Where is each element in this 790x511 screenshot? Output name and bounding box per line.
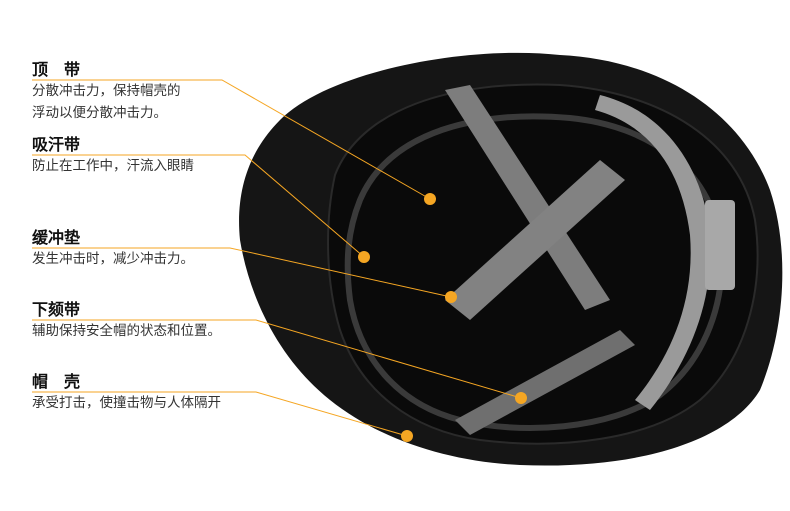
label-title: 缓冲垫 xyxy=(32,228,81,247)
marker-chin-strap xyxy=(515,392,527,404)
marker-cushion xyxy=(445,291,457,303)
label-desc: 承受打击，使撞击物与人体隔开 xyxy=(32,395,221,411)
label-chin-strap: 下颏带 辅助保持安全帽的状态和位置。 xyxy=(32,300,221,342)
label-desc: 浮动以便分散冲击力。 xyxy=(32,105,167,121)
marker-sweatband xyxy=(358,251,370,263)
label-cushion: 缓冲垫 发生冲击时，减少冲击力。 xyxy=(32,228,194,270)
label-sweatband: 吸汗带 防止在工作中，汗流入眼睛 xyxy=(32,135,194,177)
label-desc: 防止在工作中，汗流入眼睛 xyxy=(32,158,194,174)
marker-top-strap xyxy=(424,193,436,205)
marker-shell xyxy=(401,430,413,442)
label-title: 帽 壳 xyxy=(32,372,81,391)
label-shell: 帽 壳 承受打击，使撞击物与人体隔开 xyxy=(32,372,221,414)
label-title: 吸汗带 xyxy=(32,135,81,154)
label-title: 下颏带 xyxy=(32,300,81,319)
label-top-strap: 顶 带 分散冲击力，保持帽壳的 浮动以便分散冲击力。 xyxy=(32,60,181,124)
label-title: 顶 带 xyxy=(32,60,81,79)
label-desc: 辅助保持安全帽的状态和位置。 xyxy=(32,323,221,339)
label-desc: 发生冲击时，减少冲击力。 xyxy=(32,251,194,267)
label-desc: 分散冲击力，保持帽壳的 xyxy=(32,83,181,99)
